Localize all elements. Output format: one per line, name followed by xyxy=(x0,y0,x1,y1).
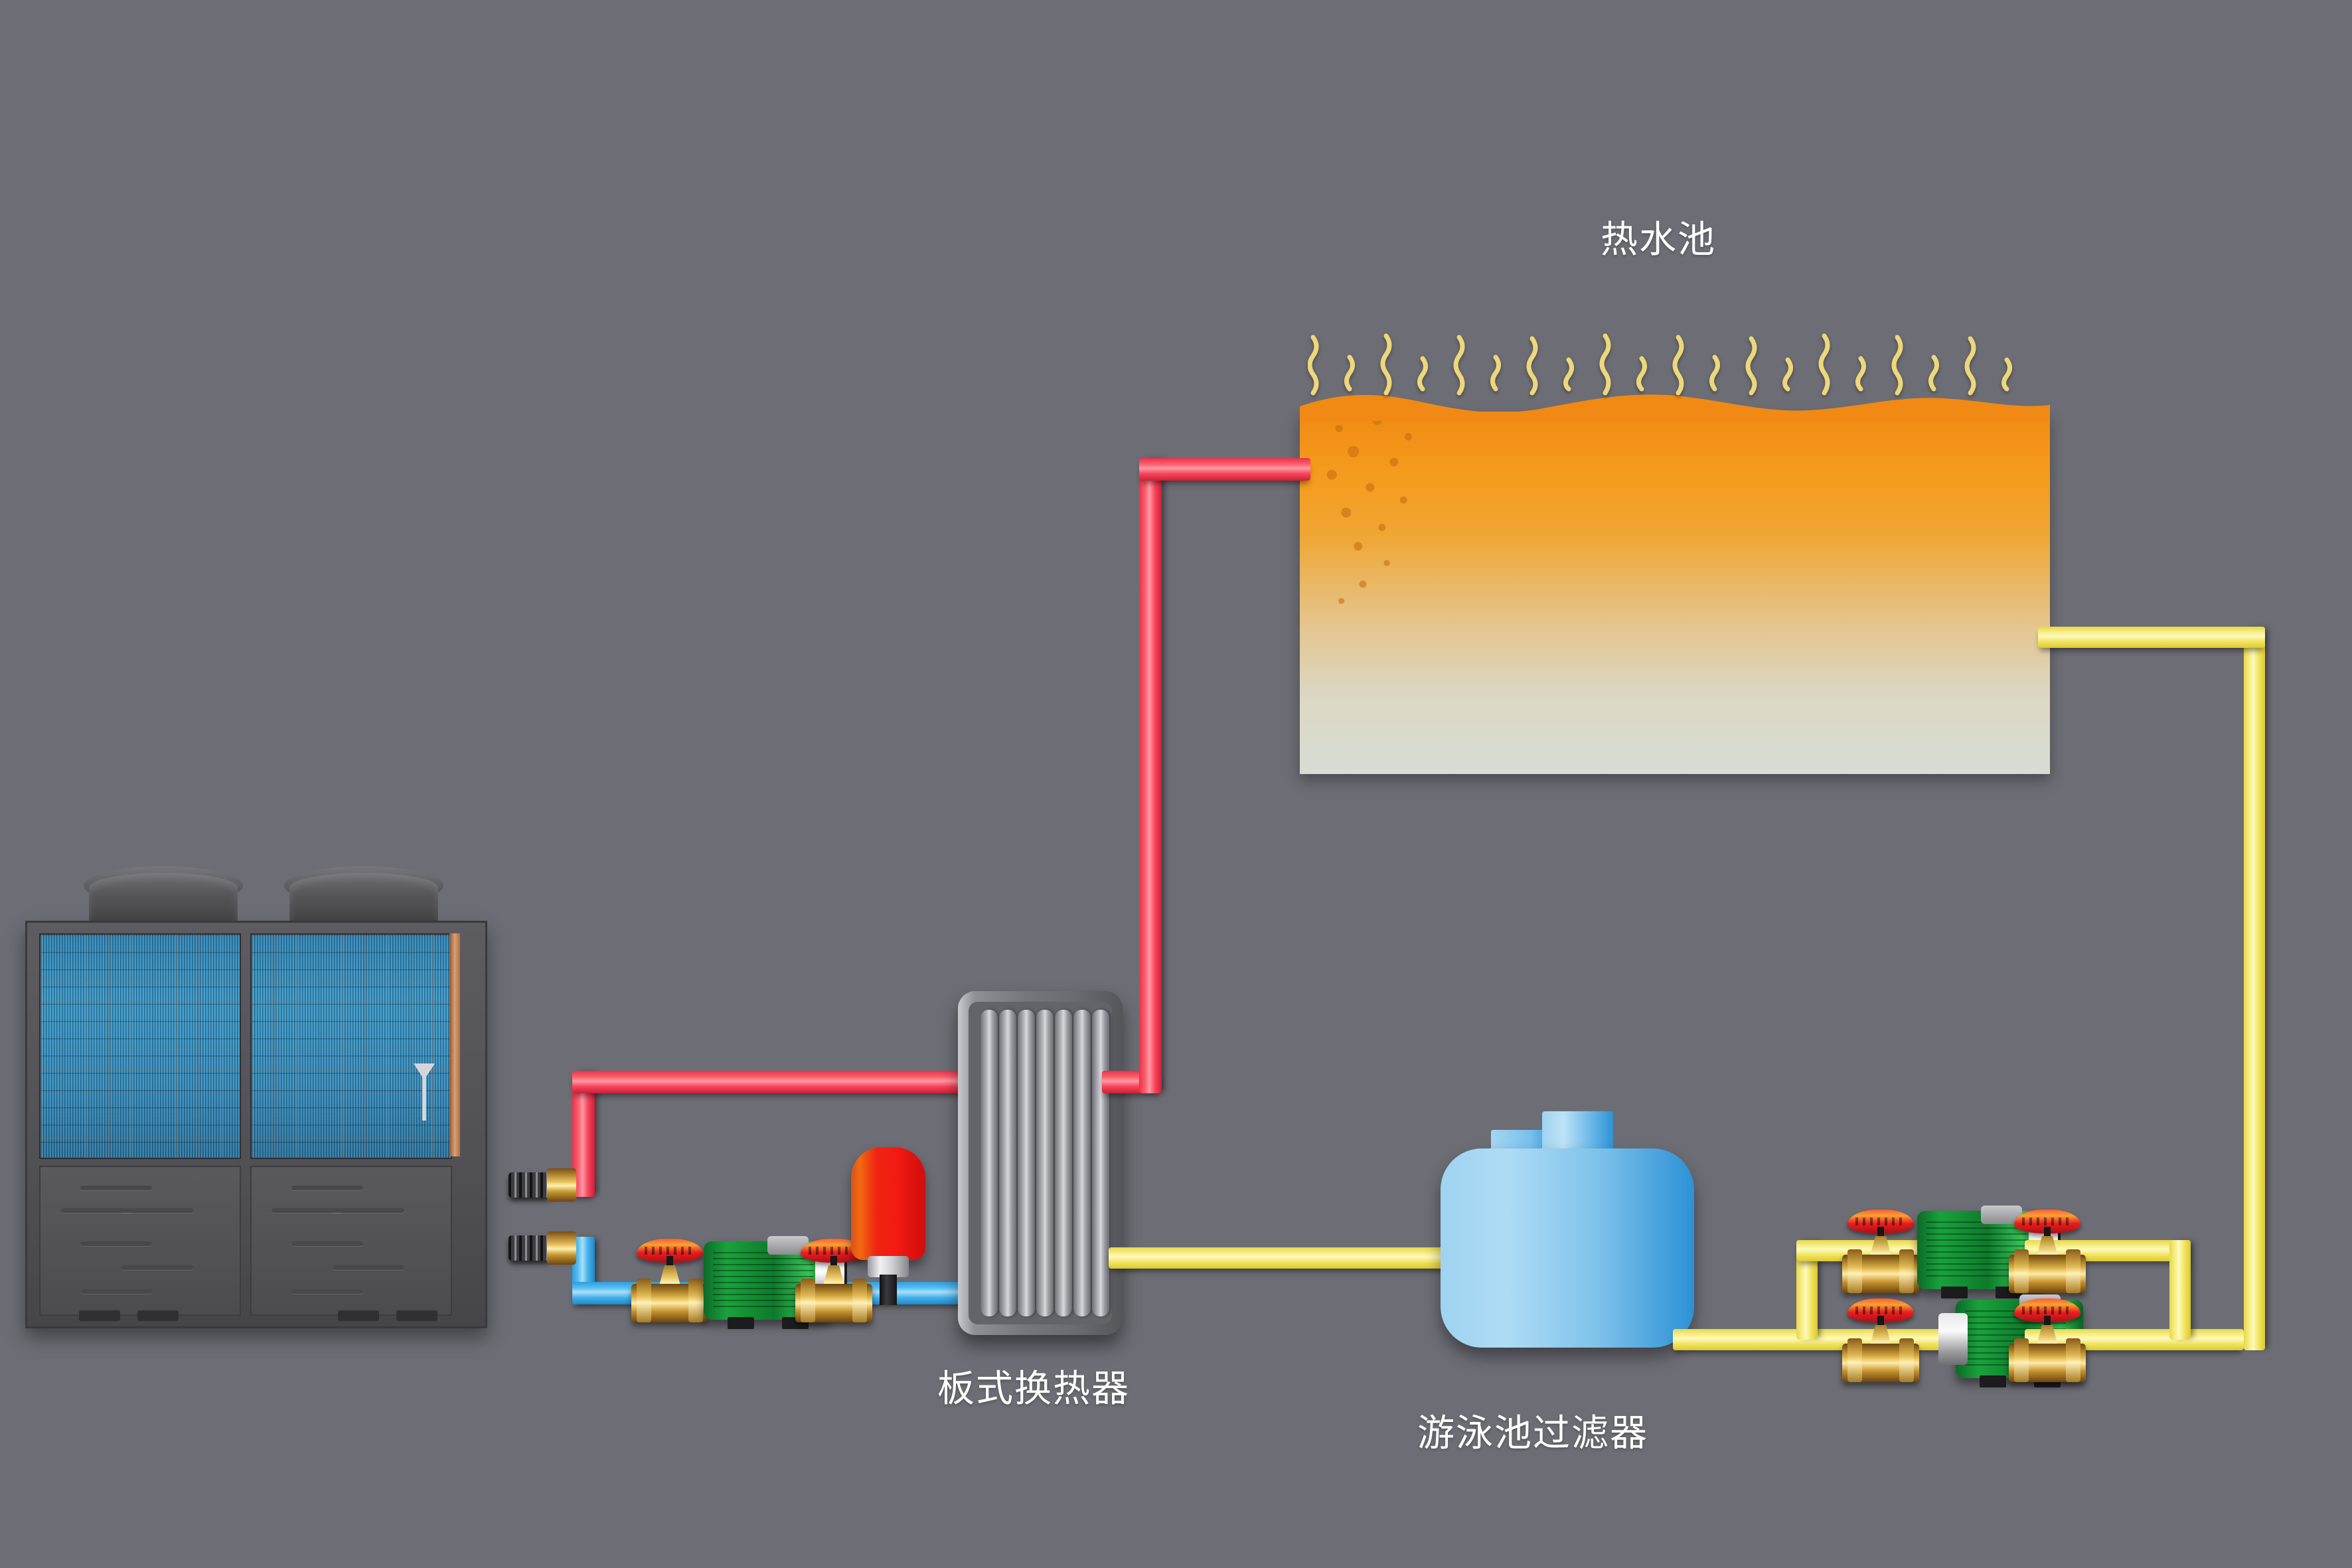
swimming-pool-filter xyxy=(1441,1111,1694,1358)
label-hot-water-pool: 热水池 xyxy=(1601,218,1716,260)
heat-exchanger-plate xyxy=(1073,1010,1091,1316)
valve-upper-branch-outlet[interactable] xyxy=(2009,1210,2086,1293)
heat-exchanger-plate xyxy=(980,1010,998,1316)
coil-mesh-right xyxy=(252,935,451,1158)
label-plate-heat-exchanger: 板式换热器 xyxy=(937,1368,1130,1409)
pool-steam-group xyxy=(1308,332,2045,412)
heat-exchanger-plate xyxy=(1092,1010,1109,1316)
pool-bubbles xyxy=(1314,412,1435,622)
pipe-pool-return-riser xyxy=(2244,627,2265,1350)
coil-panel-left xyxy=(39,933,241,1159)
heat-exchanger-plate xyxy=(1055,1010,1072,1316)
service-panel-left xyxy=(39,1166,241,1316)
heat-exchanger-plate xyxy=(1018,1010,1035,1316)
hot-water-pool xyxy=(1300,412,2050,774)
expansion-tank-neck xyxy=(879,1275,898,1305)
coil-mesh-left xyxy=(40,935,240,1158)
expansion-tank-collar xyxy=(867,1256,909,1277)
valve-heat-pump-return-inlet[interactable] xyxy=(631,1239,708,1322)
heat-exchanger-plate xyxy=(999,1010,1016,1316)
copper-tube-column xyxy=(449,933,460,1156)
pipe-hx-to-pool-run xyxy=(1139,458,1310,481)
heat-exchanger-plate xyxy=(1036,1010,1054,1316)
fan-cowl-left xyxy=(89,873,238,930)
valve-handwheel-icon[interactable] xyxy=(1847,1210,1914,1233)
pool-surface-wave xyxy=(1300,394,2050,421)
coil-panel-right xyxy=(250,933,452,1159)
label-pool-filter: 游泳池过滤器 xyxy=(1417,1412,1648,1454)
valve-lower-branch-inlet[interactable] xyxy=(1842,1298,1919,1382)
flexible-connector-cold xyxy=(509,1231,576,1265)
flexible-connector-hot xyxy=(509,1168,576,1202)
expansion-tank-vessel xyxy=(851,1147,925,1260)
fan-cowl-right xyxy=(289,873,438,930)
filter-vessel xyxy=(1441,1148,1694,1348)
sensor-probe-icon xyxy=(414,1063,435,1121)
filter-side-nub xyxy=(1491,1130,1547,1150)
pipe-pool-return-run xyxy=(2038,627,2265,648)
plate-heat-exchanger xyxy=(958,991,1123,1335)
air-source-heat-pump xyxy=(25,866,510,1328)
heat-pump-cabinet xyxy=(25,921,487,1328)
pipe-hx-to-pool-riser xyxy=(1139,458,1162,1093)
valve-upper-branch-inlet[interactable] xyxy=(1842,1210,1919,1293)
pipe-hp-hot-to-hx xyxy=(572,1071,974,1093)
expansion-tank xyxy=(851,1147,925,1306)
pipe-branch-collector xyxy=(2169,1240,2191,1340)
service-panel-right xyxy=(250,1166,452,1316)
valve-lower-branch-outlet[interactable] xyxy=(2009,1298,2086,1382)
